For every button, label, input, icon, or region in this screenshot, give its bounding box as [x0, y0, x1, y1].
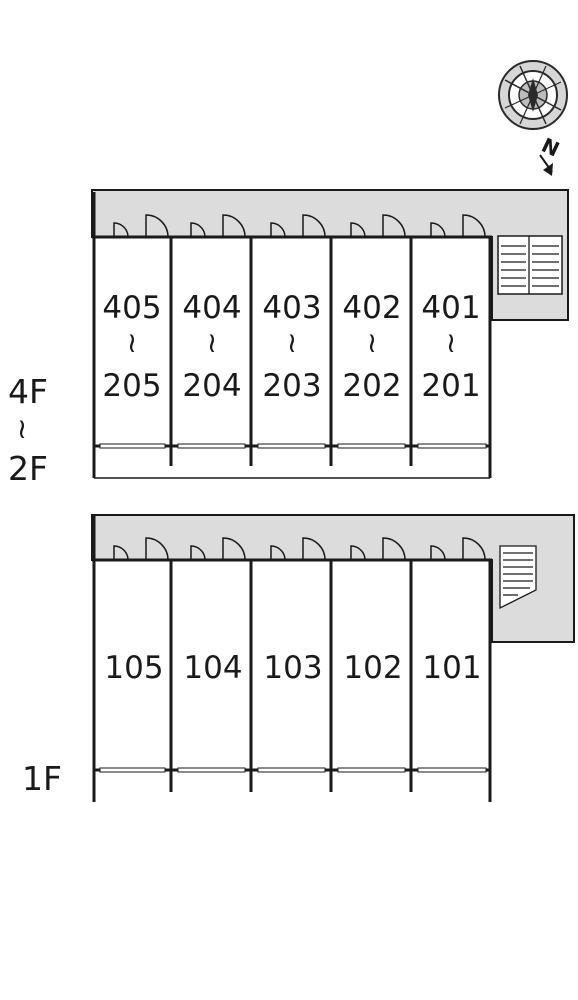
door-swing-icon — [302, 537, 326, 561]
floor-label-1f: 1F — [22, 759, 62, 798]
unit-105: 105 — [104, 650, 163, 686]
door-swing-icon — [270, 545, 286, 561]
door-swing-icon — [462, 214, 486, 238]
door-swing-icon — [222, 537, 246, 561]
window-sash — [337, 767, 406, 773]
unit-405: 405 — [102, 290, 161, 326]
unit-range-mark: ≀ — [446, 326, 457, 359]
window-sash — [177, 443, 246, 449]
unit-202: 202 — [342, 368, 401, 404]
door-swing-icon — [270, 222, 286, 238]
unit-range-mark: ≀ — [367, 326, 378, 359]
unit-103: 103 — [263, 650, 322, 686]
door-swing-icon — [190, 222, 206, 238]
window-sash — [337, 443, 406, 449]
unit-range-mark: ≀ — [207, 326, 218, 359]
door-swing-icon — [430, 222, 446, 238]
door-swing-icon — [222, 214, 246, 238]
door-swing-icon — [430, 545, 446, 561]
door-swing-icon — [145, 537, 169, 561]
door-swing-icon — [113, 545, 129, 561]
stair-icon — [499, 545, 537, 610]
unit-102: 102 — [343, 650, 402, 686]
unit-201: 201 — [421, 368, 480, 404]
upper-doors — [113, 214, 486, 238]
lower-doors — [113, 537, 486, 561]
unit-403: 403 — [262, 290, 321, 326]
window-sash — [177, 767, 246, 773]
door-swing-icon — [190, 545, 206, 561]
window-sash — [417, 443, 487, 449]
unit-range-mark: ≀ — [127, 326, 138, 359]
upper-building-block — [91, 189, 569, 479]
door-swing-icon — [145, 214, 169, 238]
window-sash — [257, 767, 326, 773]
compass-rose-icon — [498, 60, 568, 130]
unit-203: 203 — [262, 368, 321, 404]
window-sash — [99, 443, 166, 449]
door-swing-icon — [302, 214, 326, 238]
lower-unit-labels: 105 104 103 102 101 — [104, 650, 481, 686]
unit-404: 404 — [182, 290, 241, 326]
floor-range-mark: ≀ — [17, 412, 28, 445]
door-swing-icon — [382, 537, 406, 561]
unit-401: 401 — [421, 290, 480, 326]
stair-icon — [501, 236, 559, 294]
upper-unit-labels: 405 ≀ 205 404 ≀ 204 403 ≀ 203 402 ≀ 202 … — [102, 290, 480, 404]
window-sash — [257, 443, 326, 449]
lower-building-block — [91, 514, 575, 802]
floor-label-2f: 2F — [8, 449, 48, 488]
unit-204: 204 — [182, 368, 241, 404]
window-sash — [417, 767, 487, 773]
door-swing-icon — [462, 537, 486, 561]
unit-205: 205 — [102, 368, 161, 404]
unit-101: 101 — [422, 650, 481, 686]
window-sash — [99, 767, 166, 773]
door-swing-icon — [382, 214, 406, 238]
unit-402: 402 — [342, 290, 401, 326]
unit-104: 104 — [183, 650, 242, 686]
unit-range-mark: ≀ — [287, 326, 298, 359]
floor-label-4f: 4F — [8, 372, 48, 411]
door-swing-icon — [350, 545, 366, 561]
door-swing-icon — [113, 222, 129, 238]
north-arrow-icon — [539, 154, 553, 176]
door-swing-icon — [350, 222, 366, 238]
